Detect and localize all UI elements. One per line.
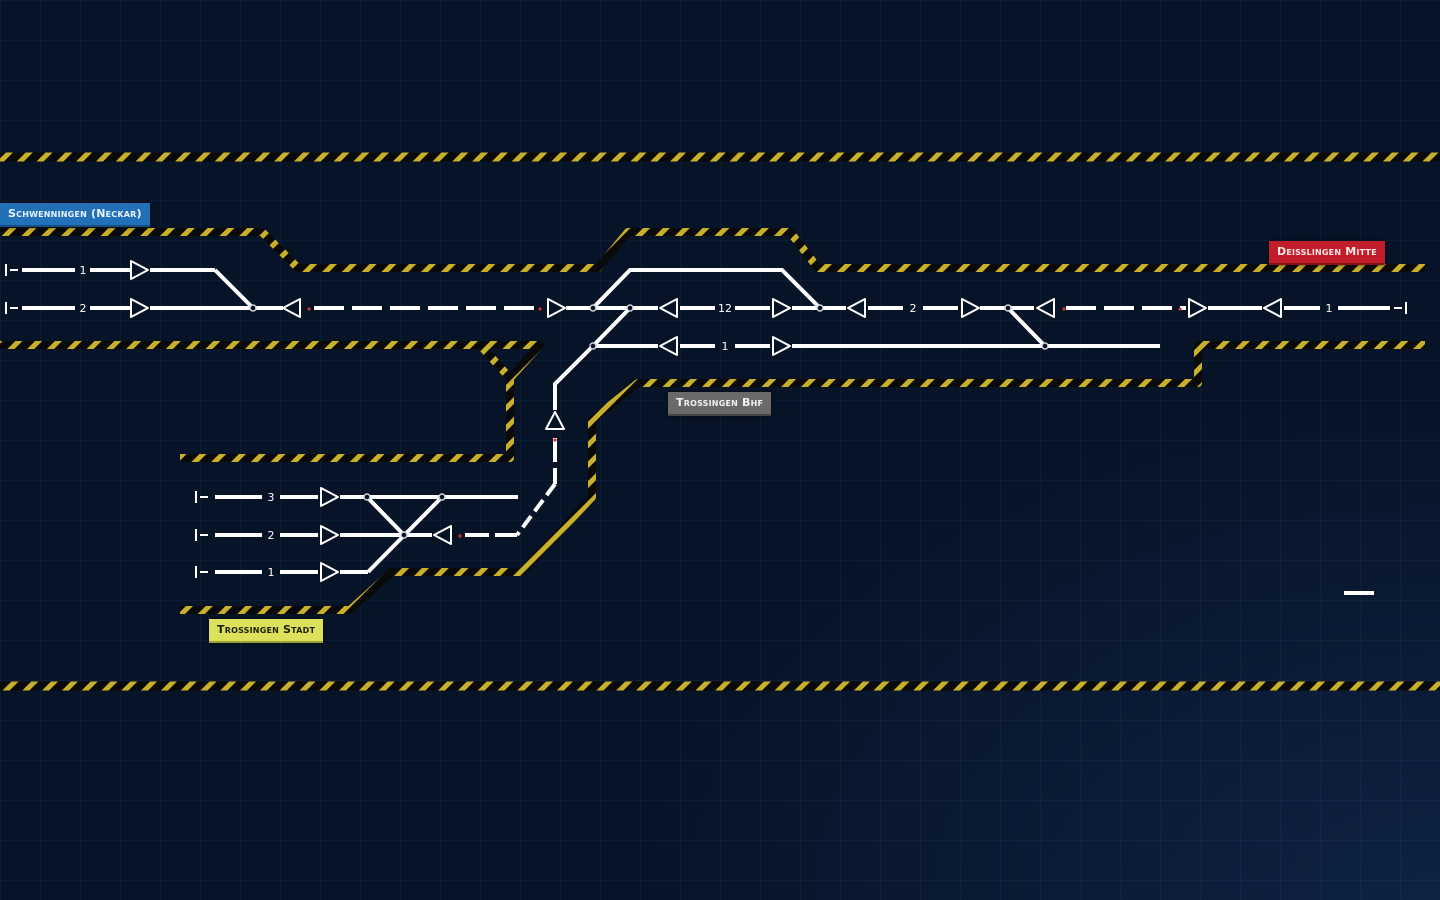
buffer-stop-icon [5, 264, 1407, 578]
signal-triangle-icon [1188, 298, 1207, 318]
signal-triangle-icon [961, 298, 980, 318]
tracks [22, 268, 1390, 595]
track-number: 2 [268, 529, 275, 542]
signal-triangle-icon [130, 298, 149, 318]
track-number: 12 [718, 302, 732, 315]
track-number: 3 [268, 491, 275, 504]
area-borders [0, 228, 1425, 614]
track-segment-dashed [515, 482, 557, 537]
signals[interactable] [130, 260, 1282, 582]
signal-triangle-icon [772, 298, 791, 318]
signal-triangle-icon [847, 298, 866, 318]
track-number: 1 [80, 264, 87, 277]
signal-triangle-icon [772, 336, 791, 356]
signal-triangle-icon [547, 298, 566, 318]
track-segment [553, 344, 595, 410]
outer-boundary [0, 152, 1440, 691]
station-label-schwenningen[interactable]: Schwenningen (Neckar) [0, 203, 150, 227]
track-number: 2 [80, 302, 87, 315]
track-number: 2 [910, 302, 917, 315]
track-number: 1 [1326, 302, 1333, 315]
switch-point-icon[interactable] [249, 304, 1049, 539]
signal-markers [307, 307, 1182, 538]
track-segment [1006, 306, 1047, 348]
track-numbers: 1 2 12 1 2 1 3 2 1 [80, 264, 1333, 579]
signal-triangle-icon [659, 336, 678, 356]
signal-triangle-icon [130, 260, 149, 280]
station-label-deisslingen[interactable]: Deißlingen Mitte [1269, 241, 1385, 265]
track-number: 1 [268, 566, 275, 579]
station-label-trossingen-bhf[interactable]: Trossingen Bhf [668, 392, 772, 416]
track-number: 1 [722, 340, 729, 353]
signal-triangle-icon [659, 298, 678, 318]
signal-triangle-icon [282, 298, 301, 318]
signal-triangle-icon [320, 525, 339, 545]
track-segment [591, 268, 822, 310]
track-segment [213, 268, 255, 310]
signal-triangle-icon [1263, 298, 1282, 318]
signal-triangle-icon [320, 562, 339, 582]
station-label-trossingen-stadt[interactable]: Trossingen Stadt [209, 619, 324, 643]
signal-triangle-icon [545, 411, 565, 430]
signal-triangle-icon [320, 487, 339, 507]
track-segment [365, 495, 406, 537]
signal-triangle-icon [433, 525, 452, 545]
track-segment [591, 306, 632, 348]
signal-triangle-icon [1036, 298, 1055, 318]
